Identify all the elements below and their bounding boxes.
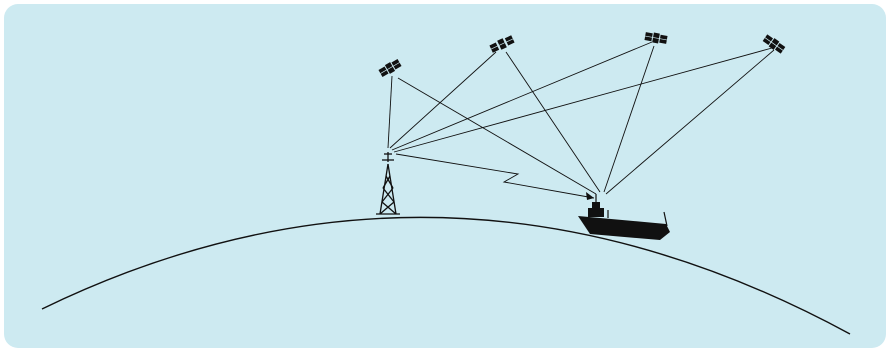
signal-line bbox=[388, 76, 392, 148]
satellite-icon bbox=[644, 31, 667, 45]
radio-correction-link bbox=[396, 154, 594, 198]
vessel-signal-lines bbox=[398, 46, 774, 194]
earth-horizon bbox=[42, 217, 850, 334]
radio-tower-icon bbox=[376, 152, 400, 214]
dgps-diagram bbox=[4, 4, 886, 348]
diagram-panel bbox=[4, 4, 886, 348]
signal-line bbox=[390, 52, 496, 148]
signal-line bbox=[398, 78, 596, 194]
radio-link-arrowhead bbox=[586, 192, 594, 200]
ship-icon bbox=[578, 194, 670, 240]
satellite-icon bbox=[489, 34, 515, 53]
station-signal-lines bbox=[388, 42, 772, 152]
signal-line bbox=[392, 42, 652, 150]
signal-line bbox=[604, 46, 654, 192]
signal-line bbox=[606, 50, 774, 194]
signal-line bbox=[506, 52, 600, 192]
satellite-icon bbox=[762, 34, 786, 55]
satellite-icon bbox=[378, 58, 402, 78]
